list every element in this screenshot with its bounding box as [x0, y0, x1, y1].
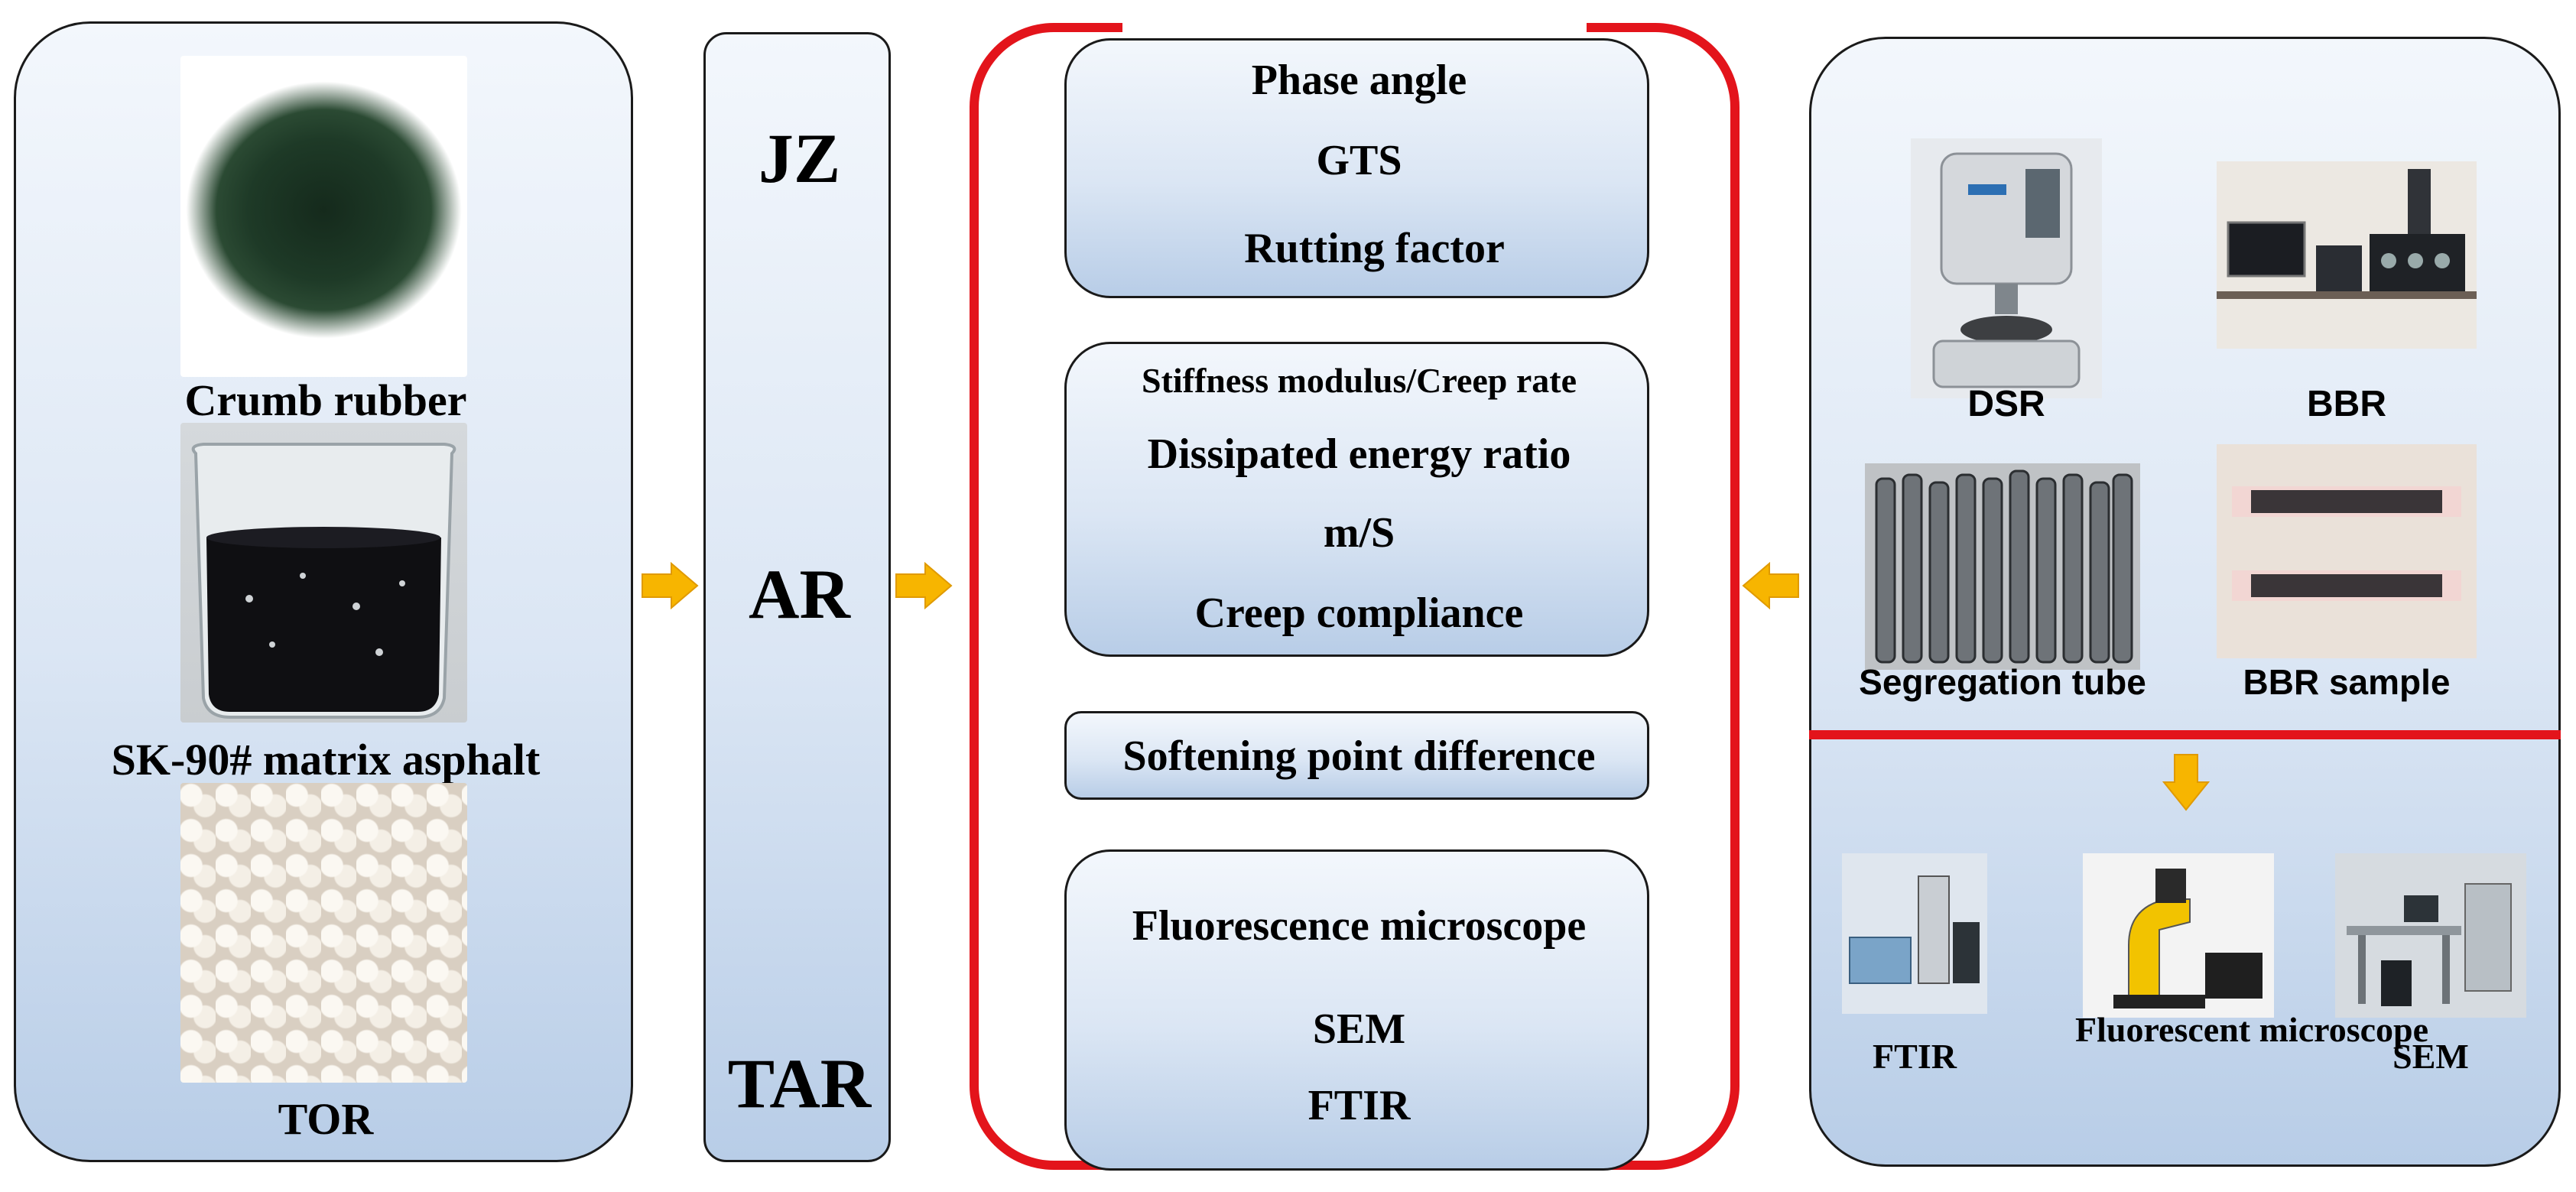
- tor-photo: [180, 783, 467, 1083]
- test-ftir: FTIR: [1307, 1082, 1411, 1129]
- test-phase-angle: Phase angle: [1251, 57, 1467, 104]
- modifier-tar: TAR: [727, 1044, 872, 1122]
- arrow-left-icon: [1742, 562, 1799, 609]
- test-softening-point-difference: Softening point difference: [1122, 732, 1596, 780]
- tor-label: TOR: [278, 1094, 374, 1144]
- bbr-sample-label: BBR sample: [2243, 662, 2451, 702]
- test-dissipated-energy-ratio: Dissipated energy ratio: [1147, 430, 1571, 478]
- test-m-s: m/S: [1323, 509, 1395, 557]
- fluorescent-microscope-image: [2083, 853, 2274, 1018]
- instruments-panel: DSR BBR Segregation tube BBR sample: [1809, 37, 2561, 1167]
- bbr-sample-image: [2217, 444, 2477, 658]
- crumb-rubber-label: Crumb rubber: [184, 375, 467, 425]
- rheology-tests-box: Phase angle GTS Rutting factor: [1064, 38, 1649, 298]
- sem-instrument-image: [2335, 853, 2526, 1018]
- materials-panel: Crumb rubber SK-90# matrix asphalt TOR: [14, 21, 633, 1162]
- test-creep-compliance: Creep compliance: [1194, 590, 1524, 637]
- test-fluorescence-microscope: Fluorescence microscope: [1132, 902, 1587, 950]
- modifier-jz: JZ: [758, 119, 841, 197]
- storage-stability-box: Softening point difference: [1064, 711, 1649, 800]
- dsr-instrument-image: [1911, 138, 2102, 398]
- modifier-ar: AR: [749, 555, 850, 633]
- arrow-down-icon: [2162, 754, 2210, 811]
- instruments-divider: [1809, 730, 2561, 739]
- modifiers-panel: JZ AR TAR: [703, 32, 891, 1162]
- bbr-instrument-image: [2217, 161, 2477, 349]
- ftir-instrument-image: [1842, 853, 1987, 1014]
- test-stiffness-creep-rate: Stiffness modulus/Creep rate: [1141, 361, 1577, 400]
- matrix-asphalt-label: SK-90# matrix asphalt: [111, 735, 541, 784]
- sem-label: SEM: [2392, 1037, 2469, 1076]
- test-sem: SEM: [1312, 1005, 1406, 1053]
- arrow-right-icon: [642, 562, 699, 609]
- fluorescent-microscope-label: Fluorescent microscope: [2075, 1010, 2429, 1049]
- test-gts: GTS: [1316, 137, 1402, 184]
- test-rutting-factor: Rutting factor: [1244, 225, 1505, 272]
- microstructure-tests-box: Fluorescence microscope SEM FTIR: [1064, 849, 1649, 1171]
- matrix-asphalt-photo: [180, 423, 467, 723]
- crumb-rubber-photo: [180, 56, 467, 377]
- arrow-right-icon: [895, 562, 953, 609]
- beaker-illustration: [191, 443, 456, 719]
- segregation-tube-image: [1865, 463, 2140, 670]
- bbr-label: BBR: [2307, 384, 2386, 424]
- ftir-label: FTIR: [1873, 1037, 1957, 1076]
- dsr-label: DSR: [1967, 384, 2045, 424]
- segregation-tube-label: Segregation tube: [1859, 662, 2146, 702]
- low-temperature-tests-box: Stiffness modulus/Creep rate Dissipated …: [1064, 342, 1649, 657]
